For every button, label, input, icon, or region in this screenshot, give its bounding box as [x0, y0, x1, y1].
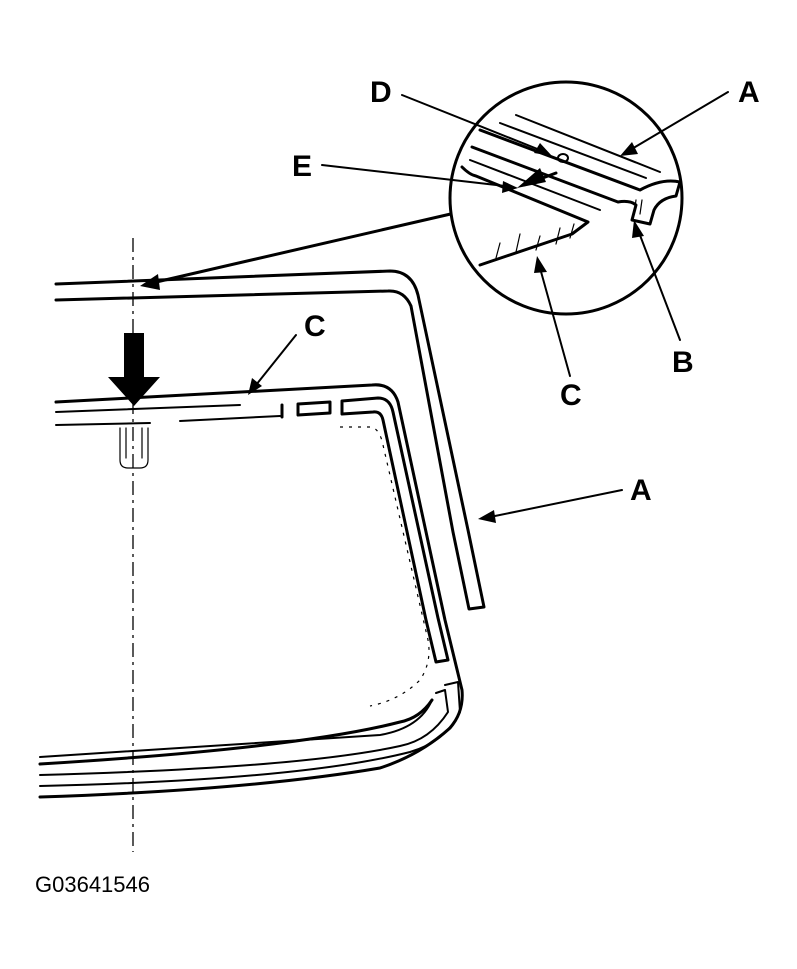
- figure-id: G03641546: [35, 872, 150, 897]
- label-c-detail: C: [560, 379, 582, 412]
- label-d-detail: D: [370, 76, 392, 109]
- detail-circle: [448, 80, 684, 316]
- label-a-detail: A: [738, 76, 760, 109]
- windshield-molding: [38, 383, 464, 799]
- label-e-detail: E: [292, 150, 312, 183]
- install-direction-arrow: [108, 333, 160, 406]
- label-b-detail: B: [672, 346, 694, 379]
- label-c-main: C: [304, 310, 326, 343]
- leader-lines: [248, 91, 729, 523]
- roof-edge: [54, 269, 486, 611]
- label-a-main: A: [630, 474, 652, 507]
- detail-callout-arrow: [140, 211, 457, 290]
